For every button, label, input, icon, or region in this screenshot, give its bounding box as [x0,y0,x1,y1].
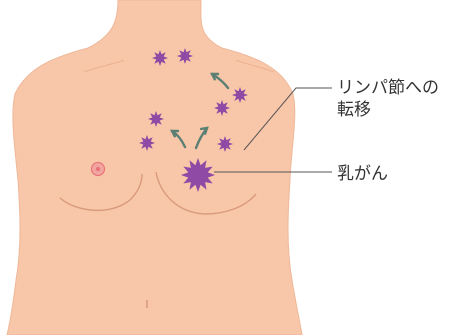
lymph-node-metastasis-label-line1: リンパ節への [337,78,439,99]
nipple-center [96,167,100,171]
lymph-node-star-icon [148,111,164,127]
breast-cancer-label: 乳がん [337,164,388,185]
torso-silhouette [7,0,302,335]
lymph-node-star-icon [217,136,233,152]
lymph-node-star-icon [214,100,230,116]
lymph-node-star-icon [177,48,193,64]
lymph-node-metastasis-label-line2: 転移 [337,100,371,121]
lymph-node-star-icon [152,50,168,66]
lymph-node-star-icon [232,87,248,103]
lymph-node-star-icon [139,135,155,151]
